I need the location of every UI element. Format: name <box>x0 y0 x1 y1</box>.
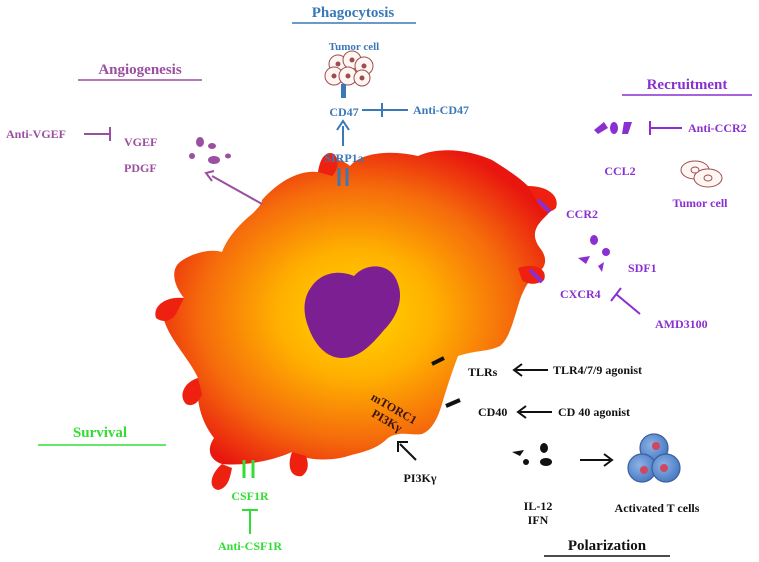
cd40-label: CD40 <box>478 405 507 419</box>
nucleus <box>304 266 401 358</box>
anti-vgef-label: Anti-VGEF <box>6 127 66 141</box>
arrow-up-head <box>336 119 350 131</box>
tlr-agonist-label: TLR4/7/9 agonist <box>553 363 642 377</box>
pseudopod-right-1 <box>528 186 557 212</box>
activated-t-cells-label: Activated T cells <box>615 501 700 515</box>
il12-label: IL-12 <box>524 499 553 513</box>
arrow-line <box>211 175 263 205</box>
cxcr4-label: CXCR4 <box>560 287 601 301</box>
pseudopod-bottom-2 <box>289 452 308 477</box>
cd47-label: CD47 <box>329 105 358 119</box>
sdf1-label: SDF1 <box>628 261 657 275</box>
arrow-head <box>516 405 527 419</box>
ccr2-label: CCR2 <box>566 207 598 221</box>
pdgf-label: PDGF <box>124 161 157 175</box>
arrow-head <box>603 453 614 467</box>
pi3k-label: PI3Kγ <box>404 471 437 485</box>
section-title-recruitment: Recruitment <box>647 77 728 93</box>
pseudopod-bottom <box>211 464 232 490</box>
section-title-polarization: Polarization <box>568 538 647 554</box>
section-title-survival: Survival <box>73 425 127 441</box>
arrow-head <box>204 170 215 182</box>
pseudopod-left-2 <box>182 378 202 406</box>
activated-t-cell-icon <box>627 433 681 483</box>
arrow-head <box>397 441 408 452</box>
csf1r-receptor-icon <box>242 460 255 478</box>
arrow-line <box>399 443 417 461</box>
tumor-cell-cluster-icon <box>324 50 374 87</box>
sirp1a-label: SIRP1a <box>324 151 363 165</box>
ccl2-label: CCL2 <box>604 164 635 178</box>
amd3100-label: AMD3100 <box>655 317 708 331</box>
inhibit-bar <box>610 287 622 302</box>
cytokine-icon <box>512 443 552 466</box>
csf1r-label: CSF1R <box>231 489 269 503</box>
cd40-receptor-icon <box>445 398 461 408</box>
anti-csf1r-label: Anti-CSF1R <box>218 539 282 553</box>
tlr-receptor-icon <box>431 356 445 366</box>
pseudopod-left-1 <box>155 297 184 321</box>
vgef-label: VGEF <box>124 135 157 149</box>
sirp1a-receptor-icon <box>337 168 349 186</box>
inhibit-line <box>615 293 641 315</box>
tumor-cell-pair-icon <box>680 160 723 188</box>
ccr2-receptor-icon <box>536 198 552 214</box>
cd47-receptor-icon <box>341 84 346 98</box>
anti-ccr2-label: Anti-CCR2 <box>688 121 747 135</box>
cd40-agonist-label: CD 40 agonist <box>558 405 630 419</box>
cxcr4-receptor-icon <box>528 268 544 284</box>
tumor-cell-label: Tumor cell <box>672 196 728 210</box>
anti-cd47-label: Anti-CD47 <box>413 103 469 117</box>
growth-factor-icon <box>189 137 231 164</box>
section-title-phagocytosis: Phagocytosis <box>312 5 395 21</box>
section-title-angiogenesis: Angiogenesis <box>98 62 182 78</box>
tlrs-label: TLRs <box>468 365 498 379</box>
sdf1-chemokine-icon <box>578 235 610 272</box>
ifn-label: IFN <box>528 513 549 527</box>
tumor-cell-label: Tumor cell <box>329 41 379 53</box>
ccl2-chemokine-icon <box>594 122 632 134</box>
arrow-head <box>512 363 523 377</box>
pseudopod-top <box>318 152 338 176</box>
